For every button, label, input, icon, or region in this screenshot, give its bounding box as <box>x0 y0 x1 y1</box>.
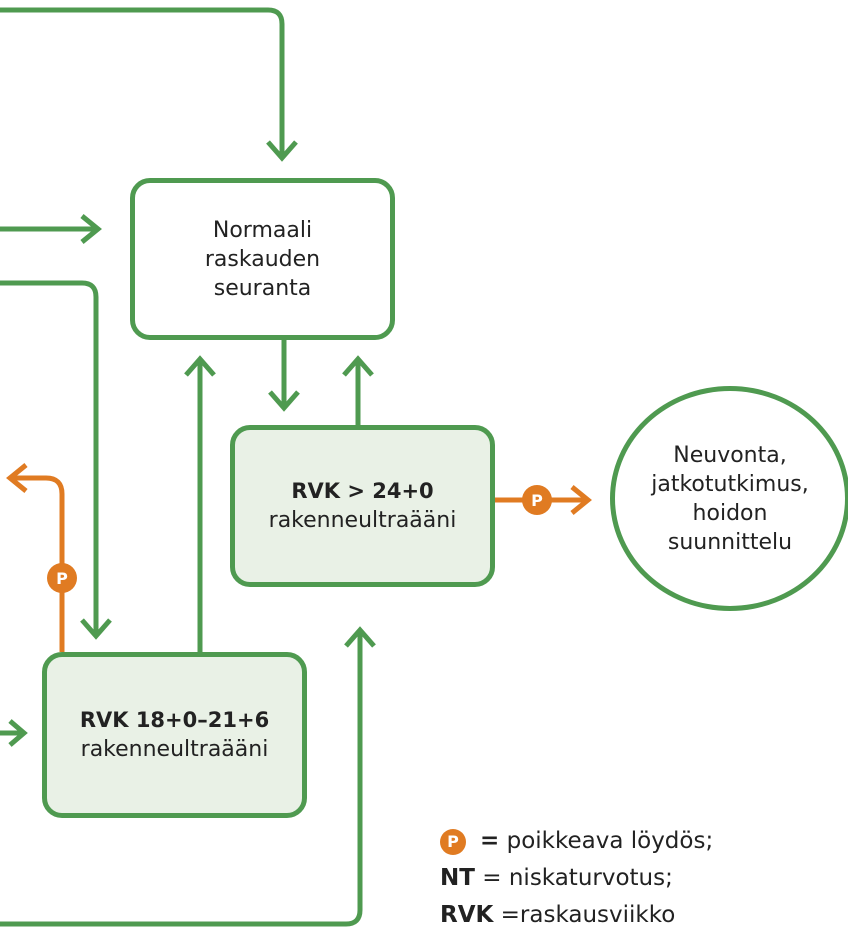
node-rvk18-subtitle: rakenneultraääni <box>80 737 269 762</box>
node-neuvonta-line-4: suunnittelu <box>667 529 793 555</box>
legend: P = poikkeava löydös; NT = niskaturvotus… <box>440 823 848 930</box>
p-badge-left: P <box>47 563 77 593</box>
arrowhead-rvk24-to-normal <box>342 355 374 377</box>
legend-p-badge: P <box>440 828 466 855</box>
arrowhead-top-to-normal <box>266 140 298 162</box>
node-neuvonta-line-2: jatkotutkimus, <box>651 471 809 497</box>
node-rvk18-title: RVK 18+0–21+6 <box>79 708 270 732</box>
node-rvk24-subtitle: rakenneultraääni <box>268 508 457 533</box>
legend-nt-desc: = niskaturvotus; <box>474 865 673 891</box>
legend-rvk-abbr: RVK <box>440 902 494 928</box>
node-normal-line-2: raskauden <box>204 246 321 272</box>
legend-p-eq: = <box>480 828 500 854</box>
node-normal-followup: Normaali raskauden seuranta <box>130 178 395 340</box>
legend-item-p: P = poikkeava löydös; <box>440 823 848 860</box>
node-neuvonta-line-1: Neuvonta, <box>673 442 787 468</box>
connector-rvk18-to-left-orange <box>12 475 65 652</box>
arrowhead-rvk24-to-neuvonta <box>570 485 592 515</box>
connector-left-to-rvk18 <box>0 280 99 634</box>
arrowhead-rvk18-to-left-orange <box>6 463 28 493</box>
legend-item-nt: NT = niskaturvotus; <box>440 860 848 897</box>
legend-nt-abbr: NT <box>440 865 475 891</box>
legend-rvk-desc: =raskausviikko <box>493 902 676 928</box>
connector-bottom-to-rvk24 <box>0 632 363 927</box>
arrowhead-left-to-normal <box>80 214 102 244</box>
node-normal-line-3: seuranta <box>213 275 312 301</box>
node-neuvonta: Neuvonta, jatkotutkimus, hoidon suunnitt… <box>610 386 848 611</box>
arrowhead-left-to-rvk18 <box>80 618 112 640</box>
arrowhead-normal-to-rvk24 <box>268 390 300 412</box>
legend-p-desc: poikkeava löydös; <box>499 828 714 854</box>
connector-top-to-normal <box>0 7 285 156</box>
p-badge-right: P <box>522 485 552 515</box>
p-badge-right-label: P <box>531 491 543 510</box>
arrowhead-bottom-to-rvk24 <box>344 626 376 648</box>
node-neuvonta-line-3: hoidon <box>692 500 768 526</box>
arrowhead-rvk18-to-normal <box>184 355 216 377</box>
legend-item-rvk: RVK =raskausviikko <box>440 897 848 930</box>
node-rvk24-title: RVK > 24+0 <box>291 479 434 503</box>
node-rvk24-ultrasound: RVK > 24+0 rakenneultraääni <box>230 425 495 587</box>
node-rvk18-ultrasound: RVK 18+0–21+6 rakenneultraääni <box>42 652 307 818</box>
node-normal-line-1: Normaali <box>212 217 313 243</box>
p-badge-left-label: P <box>56 569 68 588</box>
arrowhead-left-to-rvk18-bottom <box>8 719 28 747</box>
